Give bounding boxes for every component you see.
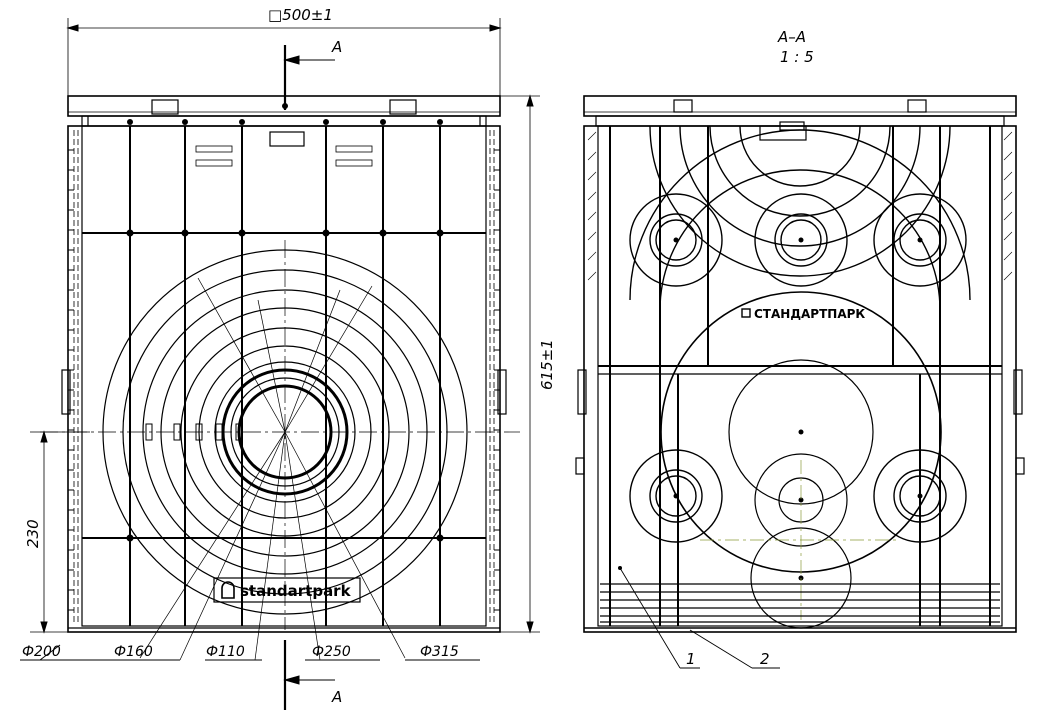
brand-front: standartpark xyxy=(240,582,352,600)
diameter-110-label: Ф110 xyxy=(206,644,245,660)
section-cut-label-bottom: A xyxy=(331,688,342,706)
section-cut-label-top: A xyxy=(331,38,342,56)
overall-height-label: 615±1 xyxy=(538,339,556,390)
front-view xyxy=(20,18,540,710)
callout-2: 2 xyxy=(760,650,770,668)
overall-width-label: □500±1 xyxy=(268,6,333,24)
inlet-height-label: 230 xyxy=(24,519,42,548)
diameter-160-label: Ф160 xyxy=(114,644,153,660)
diameter-200-label: Ф200 xyxy=(22,644,61,660)
section-scale: 1 : 5 xyxy=(780,48,814,66)
diameter-315-label: Ф315 xyxy=(420,644,459,660)
diameter-250-label: Ф250 xyxy=(312,644,351,660)
section-view xyxy=(575,95,1025,669)
callout-1: 1 xyxy=(686,650,696,668)
brand-section: СТАНДАРТПАРК xyxy=(754,307,865,321)
section-title: A–A xyxy=(777,28,806,46)
